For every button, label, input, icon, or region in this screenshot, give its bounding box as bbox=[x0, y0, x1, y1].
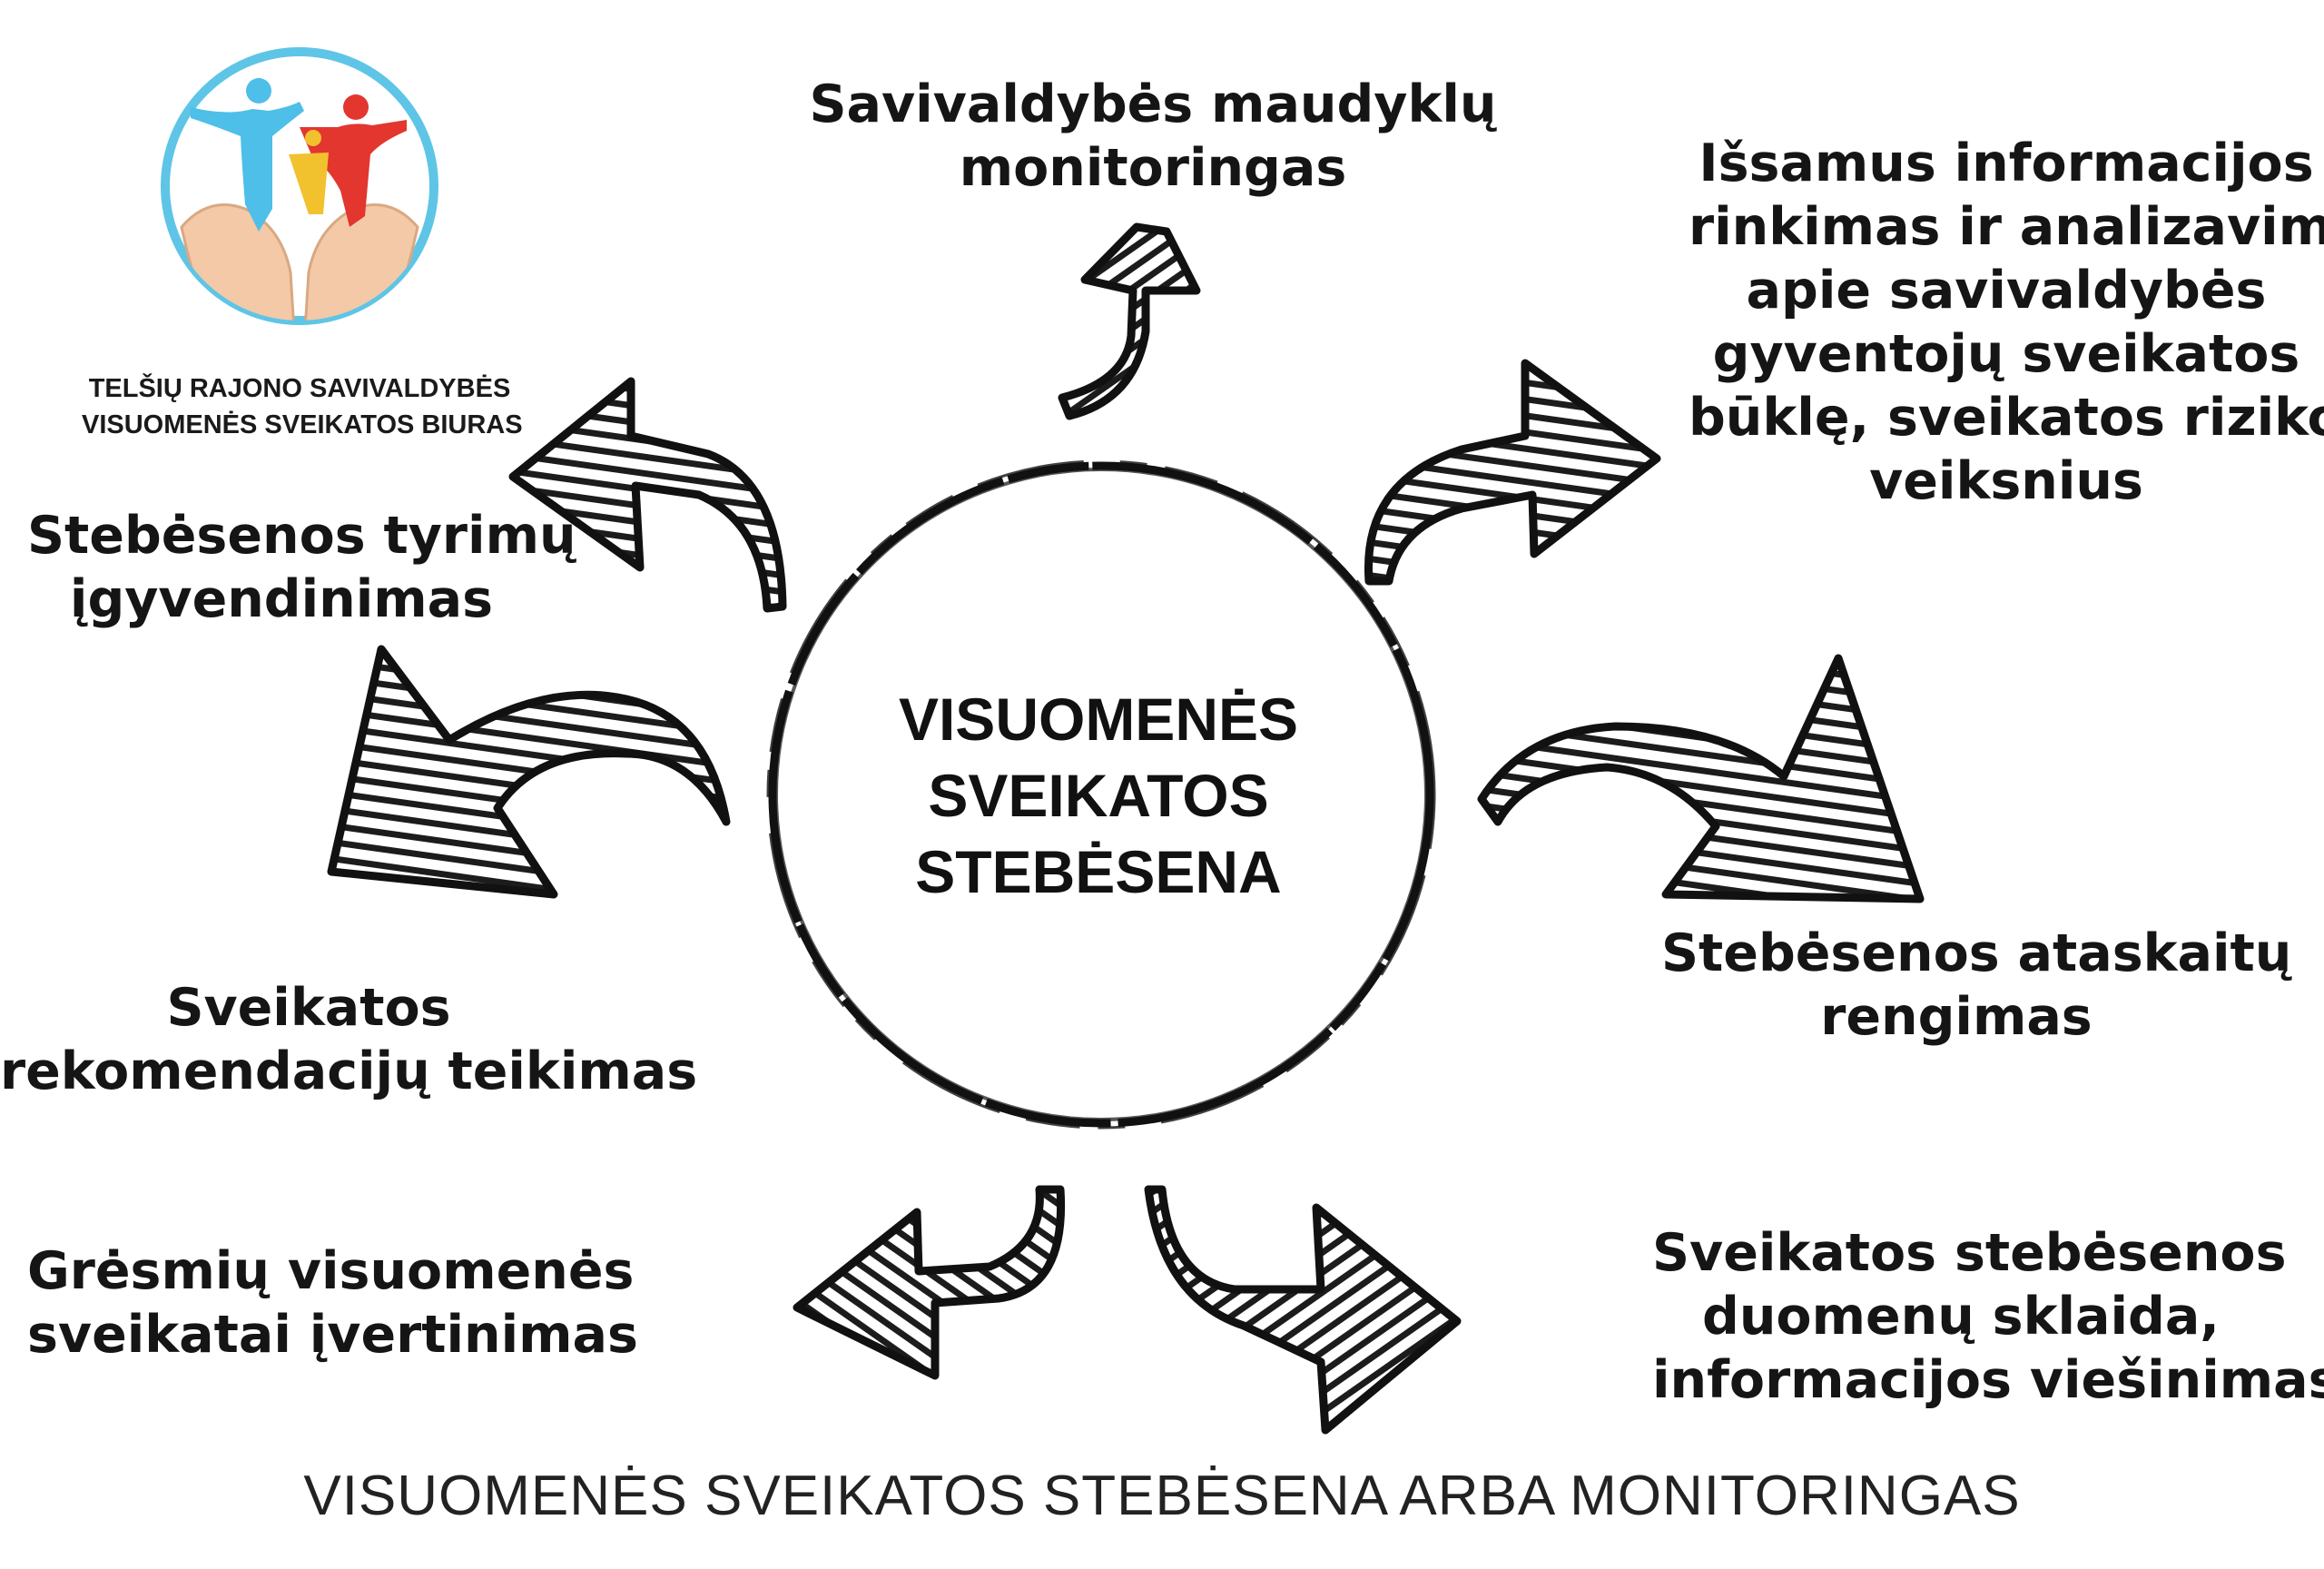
label-top-left: Stebėsenos tyrimų įgyvendinimas bbox=[27, 506, 576, 629]
logo-ring bbox=[161, 47, 438, 325]
center-title: VISUOMENĖS SVEIKATOS STEBĖSENA bbox=[872, 681, 1325, 910]
label-bottom-right: Sveikatos stebėsenos duomenų sklaida, in… bbox=[1652, 1223, 2324, 1410]
label-top-right: Išsamus informacijos rinkimas ir analiza… bbox=[1689, 133, 2324, 511]
arrow-bottom-left bbox=[793, 1185, 1066, 1380]
label-top: Savivaldybės maudyklų monitoringas bbox=[809, 74, 1497, 198]
label-left: Sveikatos rekomendacijų teikimas bbox=[0, 978, 698, 1101]
center-title-line1: VISUOMENĖS bbox=[898, 686, 1299, 753]
logo-caption-line1: TELŠIŲ RAJONO SAVIVALDYBĖS bbox=[88, 374, 511, 403]
arrow-bottom-right bbox=[1144, 1185, 1462, 1435]
logo bbox=[161, 47, 438, 325]
label-right: Stebėsenos ataskaitų rengimas bbox=[1661, 923, 2292, 1047]
center-title-line3: STEBĖSENA bbox=[915, 838, 1282, 905]
logo-caption: TELŠIŲ RAJONO SAVIVALDYBĖS VISUOMENĖS SV… bbox=[82, 370, 523, 443]
diagram-caption: VISUOMENĖS SVEIKATOS STEBĖSENA ARBA MONI… bbox=[303, 1465, 2021, 1527]
arrow-top bbox=[1058, 222, 1201, 420]
arrow-left bbox=[327, 645, 731, 899]
label-bottom-left: Grėsmių visuomenės sveikatai įvertinimas bbox=[27, 1241, 638, 1365]
center-circle bbox=[766, 459, 1436, 1130]
logo-figure-small bbox=[289, 130, 329, 214]
center-title-line2: SVEIKATOS bbox=[928, 762, 1269, 829]
logo-caption-line2: VISUOMENĖS SVEIKATOS BIURAS bbox=[82, 410, 523, 439]
logo-figure-red bbox=[300, 94, 407, 227]
arrow-top-left bbox=[508, 377, 787, 613]
logo-figure-blue bbox=[191, 78, 304, 232]
arrow-top-right bbox=[1364, 359, 1661, 586]
arrow-right bbox=[1477, 654, 1925, 903]
